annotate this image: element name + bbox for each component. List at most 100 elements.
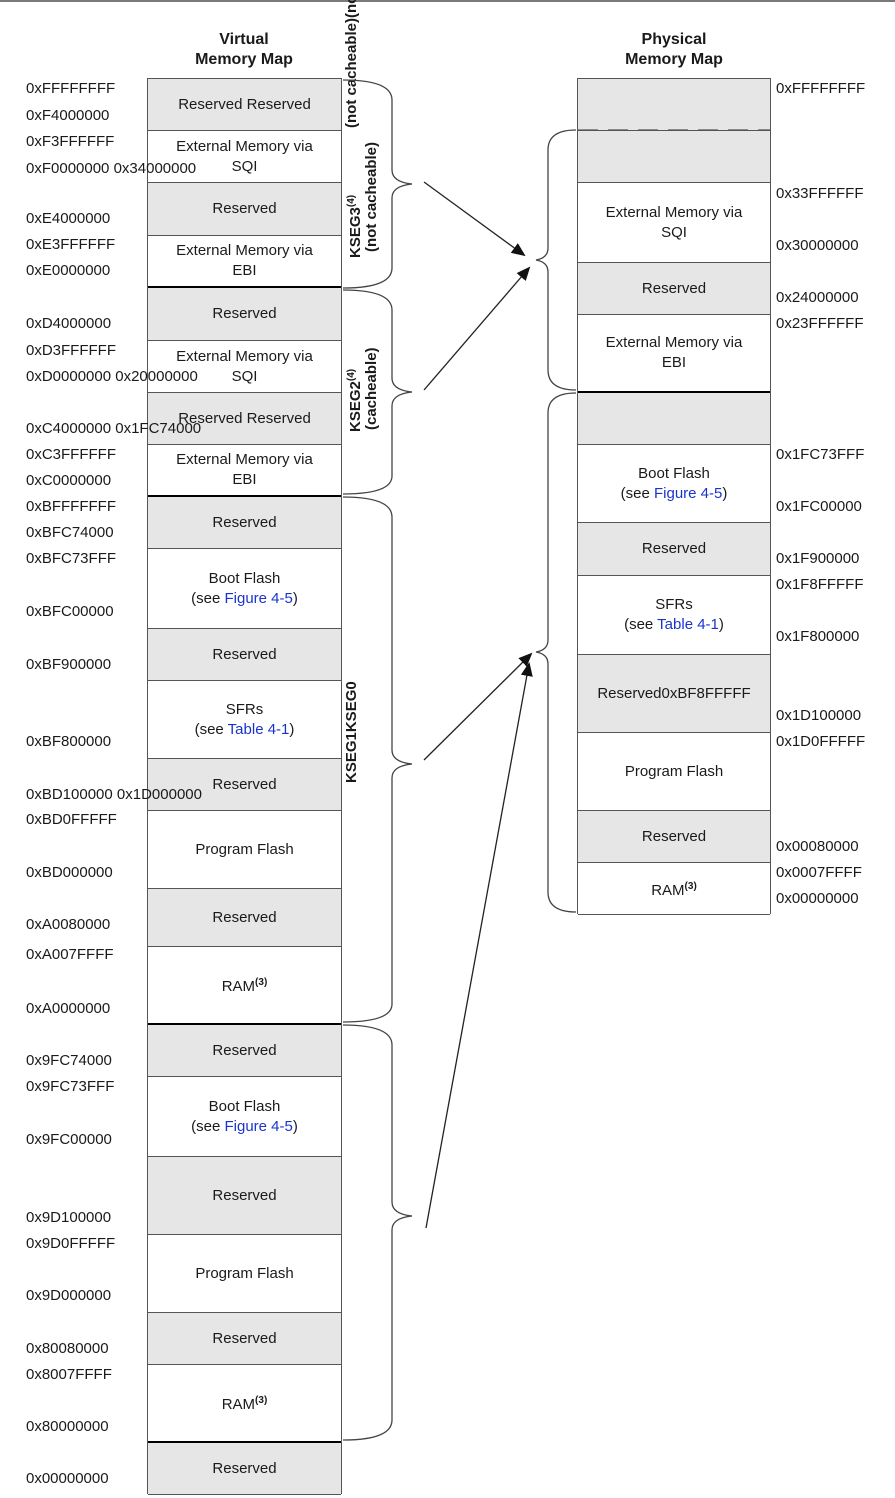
virtual-address: 0xF3FFFFFF	[26, 133, 115, 150]
virtual-block: Reserved	[148, 759, 341, 811]
virtual-block-label: Reserved Reserved	[178, 95, 311, 113]
virtual-block: Reserved	[148, 497, 341, 549]
physical-address: 0x23FFFFFF	[776, 315, 864, 332]
virtual-address: 0xFFFFFFFF	[26, 80, 116, 97]
virtual-block: SFRs (see Table 4-1)	[148, 681, 341, 759]
virtual-address: 0xBD000000	[26, 864, 113, 881]
physical-block-label: External Memory via EBI	[605, 334, 743, 371]
figure-reference-link[interactable]: Table 4-1	[657, 616, 719, 633]
virtual-address: 0xF0000000 0x34000000	[26, 160, 197, 177]
arrow-kseg0	[425, 662, 533, 1229]
virtual-block-label: SFRs (see Table 4-1)	[194, 700, 295, 738]
top-rule	[0, 0, 895, 2]
virtual-address: 0x9D100000	[26, 1209, 112, 1226]
virtual-address: 0xD4000000	[26, 315, 112, 332]
virtual-address: 0xBFC00000	[26, 603, 114, 620]
brace-phys-lower	[535, 392, 577, 913]
virtual-address: 0xBD0FFFFF	[26, 811, 117, 828]
virtual-address: 0xBFC73FFF	[26, 550, 117, 567]
virtual-block: External Memory via EBI	[148, 445, 341, 499]
physical-address: 0x30000000	[776, 237, 859, 254]
physical-address: 0x24000000	[776, 289, 859, 306]
virtual-address: 0x9FC73FFF	[26, 1078, 115, 1095]
physical-block	[578, 79, 770, 131]
virtual-block-label: Reserved	[212, 775, 277, 793]
physical-block: Reserved	[578, 811, 770, 863]
brace-kseg0	[342, 1024, 413, 1441]
brace-phys-upper	[535, 129, 577, 391]
virtual-block-label: Reserved	[212, 908, 277, 926]
physical-address: 0x1FC00000	[776, 498, 862, 515]
virtual-address: 0x9D0FFFFF	[26, 1235, 116, 1252]
virtual-address: 0xF4000000	[26, 107, 110, 124]
virtual-block-label: RAM(3)	[221, 977, 268, 995]
virtual-address: 0x9FC00000	[26, 1131, 112, 1148]
physical-block: Reserved	[578, 263, 770, 315]
virtual-address: 0xC4000000 0x1FC74000	[26, 420, 202, 437]
virtual-address: 0x80000000	[26, 1418, 109, 1435]
virtual-address: 0x9D000000	[26, 1287, 112, 1304]
virtual-address: 0xE0000000	[26, 262, 111, 279]
virtual-block: Reserved	[148, 1313, 341, 1365]
physical-address: 0x1D0FFFFF	[776, 733, 866, 750]
figure-reference-link[interactable]: Table 4-1	[227, 720, 290, 738]
virtual-block: Boot Flash (see Figure 4-5)	[148, 1077, 341, 1157]
brace-kseg2	[342, 289, 413, 495]
physical-block-label: Reserved0xBF8FFFFF	[597, 684, 751, 702]
virtual-block-label: RAM(3)	[221, 1395, 268, 1413]
physical-block-label: Boot Flash (see Figure 4-5)	[620, 464, 728, 502]
physical-block: RAM(3)	[578, 863, 770, 915]
virtual-block: Reserved	[148, 629, 341, 681]
virtual-address: 0xD3FFFFFF	[26, 342, 116, 359]
virtual-block-label: Reserved	[212, 1459, 277, 1477]
physical-block	[578, 393, 770, 445]
physical-block-label: Reserved	[641, 827, 707, 845]
virtual-address: 0x8007FFFF	[26, 1366, 112, 1383]
physical-address: 0x1F900000	[776, 550, 860, 567]
figure-reference-link[interactable]: Figure 4-5	[224, 589, 293, 607]
virtual-block: Reserved Reserved	[148, 79, 341, 131]
virtual-address: 0x9FC74000	[26, 1052, 112, 1069]
arrow-kseg3	[423, 181, 526, 257]
figure-reference-link[interactable]: Figure 4-5	[224, 1117, 293, 1135]
physical-block: Reserved0xBF8FFFFF	[578, 655, 770, 733]
virtual-block: Reserved	[148, 1443, 341, 1495]
arrow-kseg2	[423, 266, 531, 391]
virtual-block: Reserved	[148, 889, 341, 947]
virtual-address: 0x00000000	[26, 1470, 109, 1487]
physical-block-label: Reserved	[641, 279, 707, 297]
virtual-address: 0xA0080000	[26, 916, 111, 933]
physical-address: 0x1D100000	[776, 707, 862, 724]
virtual-block: Boot Flash (see Figure 4-5)	[148, 549, 341, 629]
virtual-block: Reserved	[148, 183, 341, 236]
virtual-address: 0xBFC74000	[26, 524, 114, 541]
virtual-address: 0xBD100000 0x1D000000	[26, 786, 202, 803]
brace-kseg3	[342, 79, 413, 289]
virtual-block: Reserved	[148, 288, 341, 341]
virtual-block-label: External Memory via EBI	[176, 451, 313, 488]
virtual-block: Program Flash	[148, 1235, 341, 1313]
virtual-address: 0xC3FFFFFF	[26, 446, 116, 463]
virtual-address: 0xA0000000	[26, 1000, 111, 1017]
virtual-block: Program Flash	[148, 811, 341, 889]
virtual-block-label: Reserved	[212, 200, 277, 217]
virtual-block-label: Program Flash	[195, 840, 294, 858]
virtual-block-label: External Memory via SQI	[176, 347, 313, 385]
physical-block-label: SFRs (see Table 4-1)	[624, 596, 724, 633]
physical-address: 0xFFFFFFFF	[776, 80, 866, 97]
physical-block-label: Reserved	[641, 540, 707, 557]
virtual-block: External Memory via SQI	[148, 341, 341, 393]
virtual-address: 0xA007FFFF	[26, 946, 114, 963]
physical-block	[578, 131, 770, 183]
physical-block: SFRs (see Table 4-1)	[578, 576, 770, 655]
virtual-block-label: Reserved	[212, 1041, 277, 1059]
virtual-block: External Memory via SQI	[148, 131, 341, 183]
physical-block-label: Program Flash	[624, 762, 724, 780]
physical-address: 0x33FFFFFF	[776, 185, 864, 202]
virtual-map-title: Virtual Memory Map	[195, 31, 293, 68]
physical-block-label: RAM(3)	[651, 880, 697, 899]
virtual-address: 0xBFFFFFFF	[26, 498, 116, 515]
figure-reference-link[interactable]: Figure 4-5	[653, 484, 723, 502]
